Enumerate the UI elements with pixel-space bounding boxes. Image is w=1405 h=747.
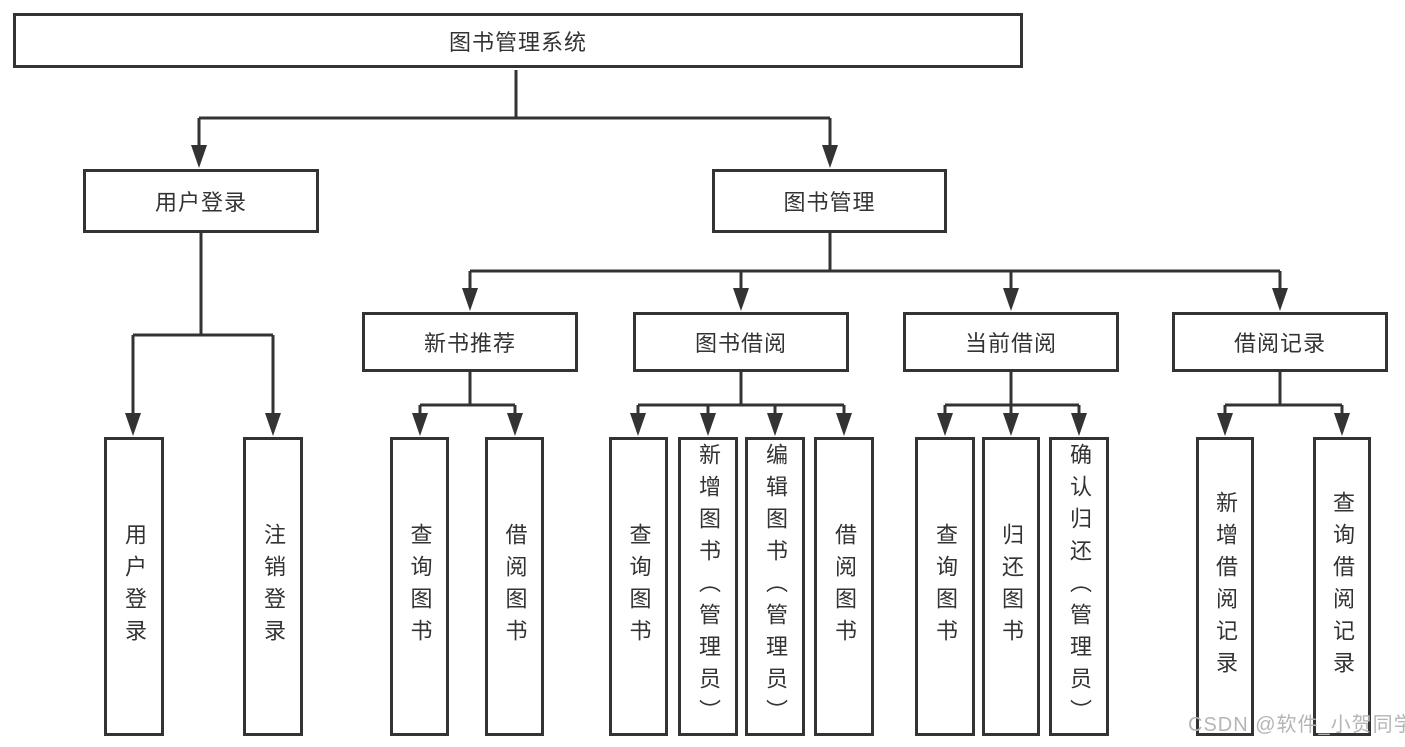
node-leaf-logout: 注销登录 bbox=[243, 437, 303, 736]
node-book-borrow-label: 图书借阅 bbox=[694, 331, 787, 356]
node-user-login: 用户登录 bbox=[83, 169, 319, 233]
node-leaf-user-login-label: 用户登录 bbox=[122, 522, 147, 651]
node-current-borrow: 当前借阅 bbox=[903, 312, 1119, 372]
node-borrow-records: 借阅记录 bbox=[1172, 312, 1388, 372]
node-leaf-current-return-label: 归还图书 bbox=[999, 522, 1024, 651]
node-leaf-borrowmgmt-edit-label: 编辑图书（管理员） bbox=[763, 442, 788, 731]
node-new-book-recommend: 新书推荐 bbox=[362, 312, 578, 372]
node-leaf-newbook-query-label: 查询图书 bbox=[407, 522, 433, 651]
node-leaf-current-confirm-label: 确认归还（管理员） bbox=[1067, 442, 1092, 731]
node-root-label: 图书管理系统 bbox=[448, 29, 587, 55]
node-leaf-current-query: 查询图书 bbox=[915, 437, 975, 736]
node-user-login-label: 用户登录 bbox=[154, 190, 247, 215]
node-leaf-records-add: 新增借阅记录 bbox=[1196, 437, 1254, 736]
connector-paths bbox=[131, 70, 1344, 418]
node-book-management-label: 图书管理 bbox=[783, 190, 876, 215]
node-leaf-newbook-borrow-label: 借阅图书 bbox=[502, 522, 528, 651]
node-leaf-borrowmgmt-add: 新增图书（管理员） bbox=[678, 437, 738, 736]
node-leaf-logout-label: 注销登录 bbox=[261, 522, 286, 651]
node-book-management: 图书管理 bbox=[712, 169, 947, 233]
node-leaf-borrowmgmt-add-label: 新增图书（管理员） bbox=[696, 442, 721, 731]
node-leaf-records-query: 查询借阅记录 bbox=[1313, 437, 1371, 736]
node-root: 图书管理系统 bbox=[13, 13, 1023, 68]
node-leaf-borrowmgmt-query-label: 查询图书 bbox=[626, 522, 652, 651]
node-book-borrow: 图书借阅 bbox=[633, 312, 849, 372]
node-leaf-current-return: 归还图书 bbox=[982, 437, 1040, 736]
node-leaf-borrowmgmt-query: 查询图书 bbox=[609, 437, 668, 736]
node-borrow-records-label: 借阅记录 bbox=[1233, 331, 1326, 356]
node-leaf-user-login: 用户登录 bbox=[104, 437, 164, 736]
node-leaf-newbook-borrow: 借阅图书 bbox=[485, 437, 544, 736]
node-leaf-borrowmgmt-edit: 编辑图书（管理员） bbox=[745, 437, 805, 736]
node-leaf-records-query-label: 查询借阅记录 bbox=[1330, 490, 1355, 683]
node-current-borrow-label: 当前借阅 bbox=[964, 331, 1057, 356]
node-leaf-current-confirm: 确认归还（管理员） bbox=[1049, 437, 1109, 736]
node-leaf-newbook-query: 查询图书 bbox=[390, 437, 449, 736]
node-leaf-records-add-label: 新增借阅记录 bbox=[1213, 490, 1238, 683]
node-leaf-current-query-label: 查询图书 bbox=[933, 522, 958, 651]
node-leaf-borrowmgmt-borrow: 借阅图书 bbox=[814, 437, 874, 736]
node-new-book-recommend-label: 新书推荐 bbox=[423, 331, 516, 356]
arrowheads bbox=[125, 145, 1350, 436]
node-leaf-borrowmgmt-borrow-label: 借阅图书 bbox=[832, 522, 857, 651]
